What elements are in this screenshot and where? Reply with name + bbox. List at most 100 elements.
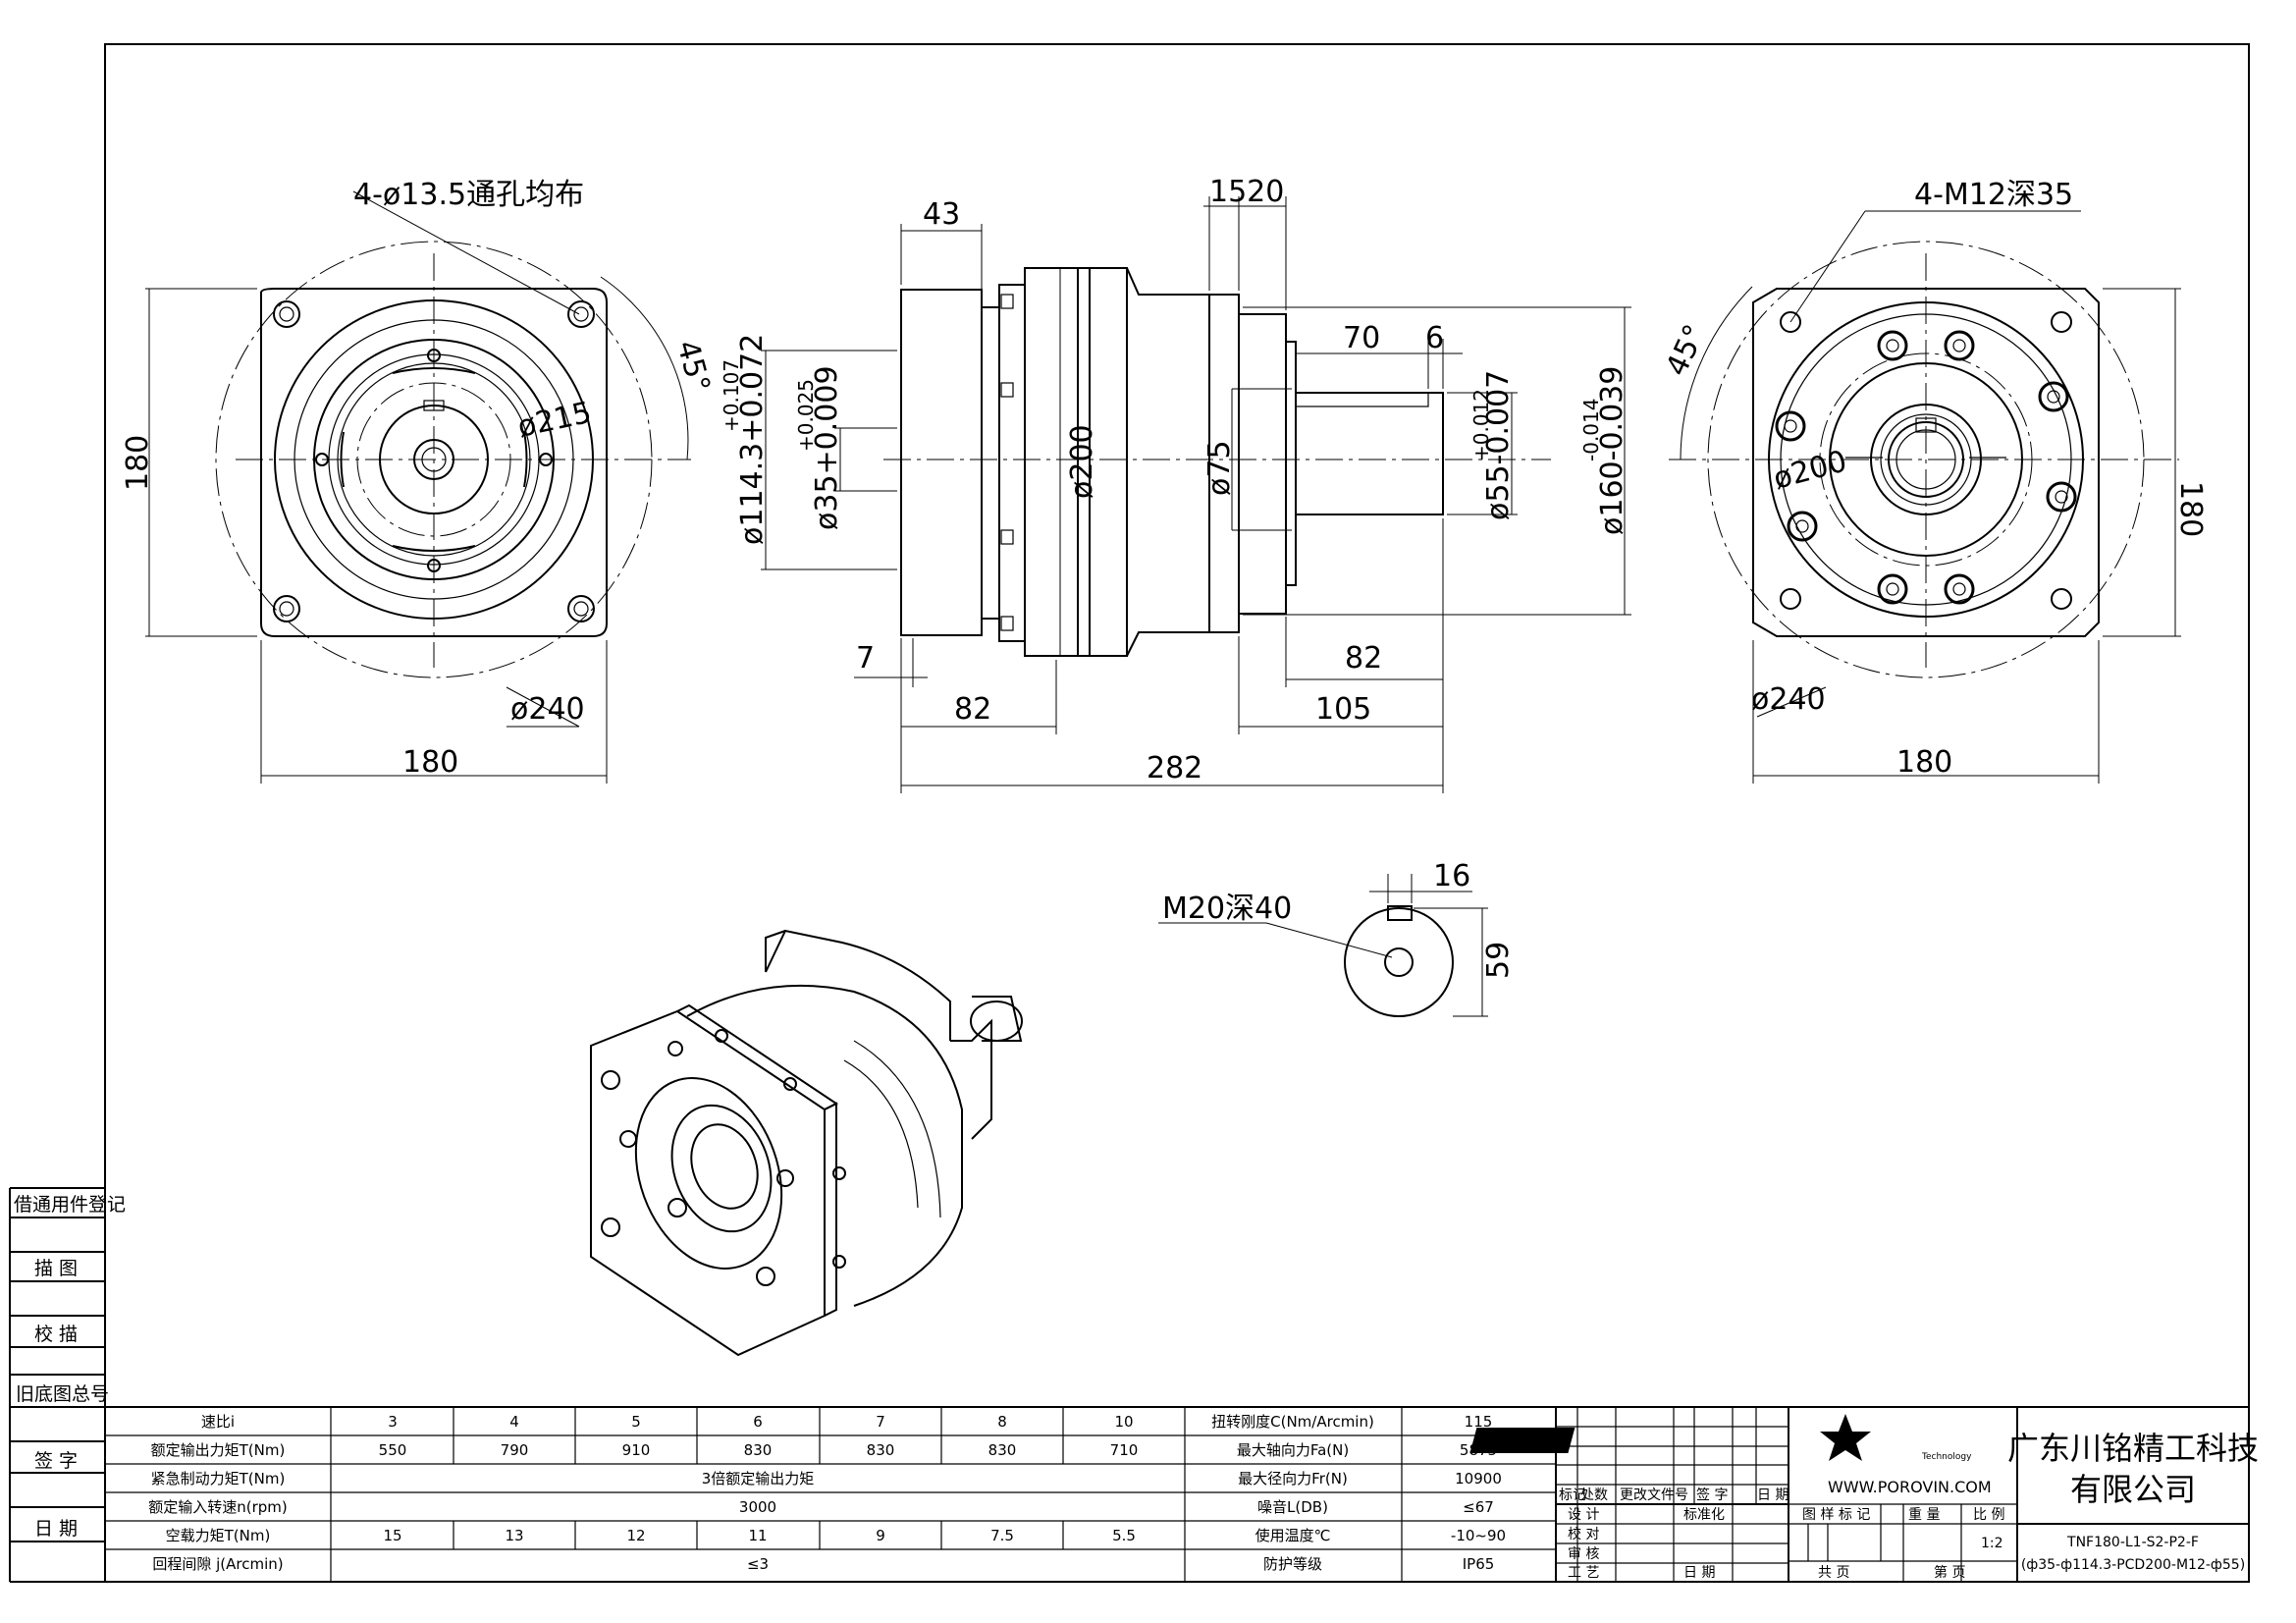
spec-row-label-2: 使用温度℃ [1255, 1527, 1331, 1544]
spec-cell: 790 [501, 1441, 529, 1459]
spec-cell: 710 [1110, 1441, 1139, 1459]
standardized-label: 标准化 [1683, 1507, 1725, 1523]
isometric-view [590, 929, 1023, 1357]
side-dim-105: 105 [1315, 692, 1371, 727]
side-dia-160-tol: -0.014 [1579, 399, 1603, 461]
mark-header: 比 例 [1973, 1507, 2004, 1523]
shaft-section-view [1158, 874, 1488, 1017]
rev-header: 处数 [1580, 1488, 1608, 1503]
front-pcd: ø215 [514, 396, 594, 445]
front-hole-note: 4-ø13.5通孔均布 [353, 178, 584, 212]
side-dia-55: ø55-0.007 [1481, 370, 1516, 520]
side-label-5: 日 期 [34, 1518, 78, 1540]
side-dim-43: 43 [923, 197, 960, 232]
side-label-3: 旧底图总号 [16, 1383, 109, 1405]
company-name-line1: 广东川铭精工科技 [2007, 1430, 2259, 1467]
spec-row-label: 额定输出力矩T(Nm) [151, 1441, 286, 1459]
side-dia-35-tol: +0.025 [794, 379, 818, 452]
rev-header: 日 期 [1757, 1488, 1789, 1503]
rear-flange-dia: ø240 [1751, 682, 1826, 717]
rev-header: 标记 [1559, 1488, 1586, 1503]
title-block: 标记 处数 更改文件号 签 字 日 期 设 计 校 对 审 核 工 艺 标准化 … [1559, 1429, 2259, 1581]
side-dim-70: 70 [1343, 321, 1380, 355]
spec-cell: 550 [379, 1441, 407, 1459]
side-dim-82-right: 82 [1345, 641, 1382, 676]
role-label: 工 艺 [1568, 1565, 1599, 1581]
section-thread: M20深40 [1162, 892, 1292, 926]
front-angle: 45° [669, 337, 717, 396]
spec-table-grid [105, 1406, 1557, 1582]
spec-cell: 12 [626, 1527, 645, 1544]
spec-row-label-2: 噪音L(DB) [1257, 1498, 1328, 1516]
model-line1: TNF180-L1-S2-P2-F [2066, 1535, 2199, 1550]
side-dim-15-20: 1520 [1209, 175, 1284, 209]
side-dia-114-tol: +0.107 [720, 359, 743, 432]
side-dia-55-tol: +0.012 [1469, 389, 1493, 461]
role-label: 设 计 [1568, 1507, 1599, 1523]
spec-value-2: 10900 [1455, 1470, 1502, 1488]
spec-cell: 5 [631, 1413, 641, 1431]
model-line2: (ф35-ф114.3-PCD200-M12-ф55) [2021, 1557, 2245, 1573]
role-label: 校 对 [1568, 1526, 1599, 1542]
spec-table: 速比i 额定输出力矩T(Nm) 紧急制动力矩T(Nm) 额定输入转速n(rpm)… [148, 1413, 1506, 1573]
rear-width: 180 [1896, 745, 1952, 780]
spec-value-2: ≤67 [1463, 1498, 1494, 1516]
side-label-2: 校 描 [34, 1324, 78, 1345]
side-dia-200: ø200 [1065, 424, 1099, 499]
spec-row-label: 空载力矩T(Nm) [166, 1527, 271, 1544]
spec-row-label-2: 扭转刚度C(Nm/Arcmin) [1211, 1413, 1374, 1431]
spec-cell: 4 [509, 1413, 519, 1431]
company-name-line2: 有限公司 [2070, 1471, 2196, 1508]
side-dim-6: 6 [1425, 321, 1444, 355]
section-height: 59 [1481, 942, 1516, 979]
spec-value-2: 115 [1465, 1413, 1493, 1431]
spec-merged-cell: ≤3 [747, 1555, 769, 1573]
spec-cell: 7 [876, 1413, 885, 1431]
spec-merged-cell: 3倍额定输出力矩 [702, 1470, 815, 1488]
rear-angle: 45° [1660, 319, 1713, 381]
spec-cell: 7.5 [990, 1527, 1014, 1544]
side-dia-35: ø35+0.009 [810, 365, 844, 530]
spec-cell: 10 [1114, 1413, 1133, 1431]
section-key-width: 16 [1433, 859, 1470, 893]
spec-cell: 15 [383, 1527, 401, 1544]
rear-height: 180 [2173, 481, 2208, 537]
rear-pcd: ø200 [1770, 444, 1850, 496]
spec-cell: 5.5 [1112, 1527, 1136, 1544]
spec-value-2: IP65 [1463, 1555, 1495, 1573]
side-dim-7: 7 [856, 641, 875, 676]
spec-row-label-2: 最大径向力Fr(N) [1238, 1470, 1348, 1488]
spec-cell: 8 [997, 1413, 1007, 1431]
side-strip [9, 1187, 105, 1583]
spec-row-label: 紧急制动力矩T(Nm) [151, 1470, 286, 1488]
spec-merged-cell: 3000 [739, 1498, 776, 1516]
front-view [145, 190, 691, 784]
side-label-0: 借通用件登记 [14, 1194, 126, 1216]
side-dia-75: ø75 [1202, 440, 1237, 496]
front-width: 180 [402, 745, 458, 780]
spec-cell: 830 [744, 1441, 773, 1459]
sheet-number: 第 页 [1934, 1564, 1965, 1581]
front-flange-dia: ø240 [510, 692, 585, 727]
spec-cell: 910 [622, 1441, 651, 1459]
spec-row-label-2: 最大轴向力Fa(N) [1237, 1441, 1349, 1459]
date-label: 日 期 [1683, 1565, 1715, 1581]
spec-row-label: 速比i [201, 1413, 235, 1431]
company-logo-icon [1469, 1414, 1871, 1461]
scale-value: 1:2 [1981, 1536, 2003, 1551]
logo-sub: Technology [1921, 1452, 1972, 1462]
mark-header: 图 样 标 记 [1802, 1507, 1870, 1523]
rev-header: 签 字 [1696, 1487, 1728, 1503]
website: WWW.POROVIN.COM [1828, 1478, 1992, 1496]
rear-thread-note: 4-M12深35 [1914, 178, 2073, 212]
spec-cell: 13 [505, 1527, 523, 1544]
rear-view [1669, 210, 2181, 784]
side-label-1: 描 图 [34, 1258, 78, 1279]
spec-cell: 6 [753, 1413, 763, 1431]
spec-row-label: 回程间隙 j(Arcmin) [152, 1555, 283, 1573]
role-label: 审 核 [1568, 1546, 1599, 1562]
logo-text: POROVIN [1870, 1429, 1981, 1453]
title-block-grid [1556, 1406, 2249, 1582]
